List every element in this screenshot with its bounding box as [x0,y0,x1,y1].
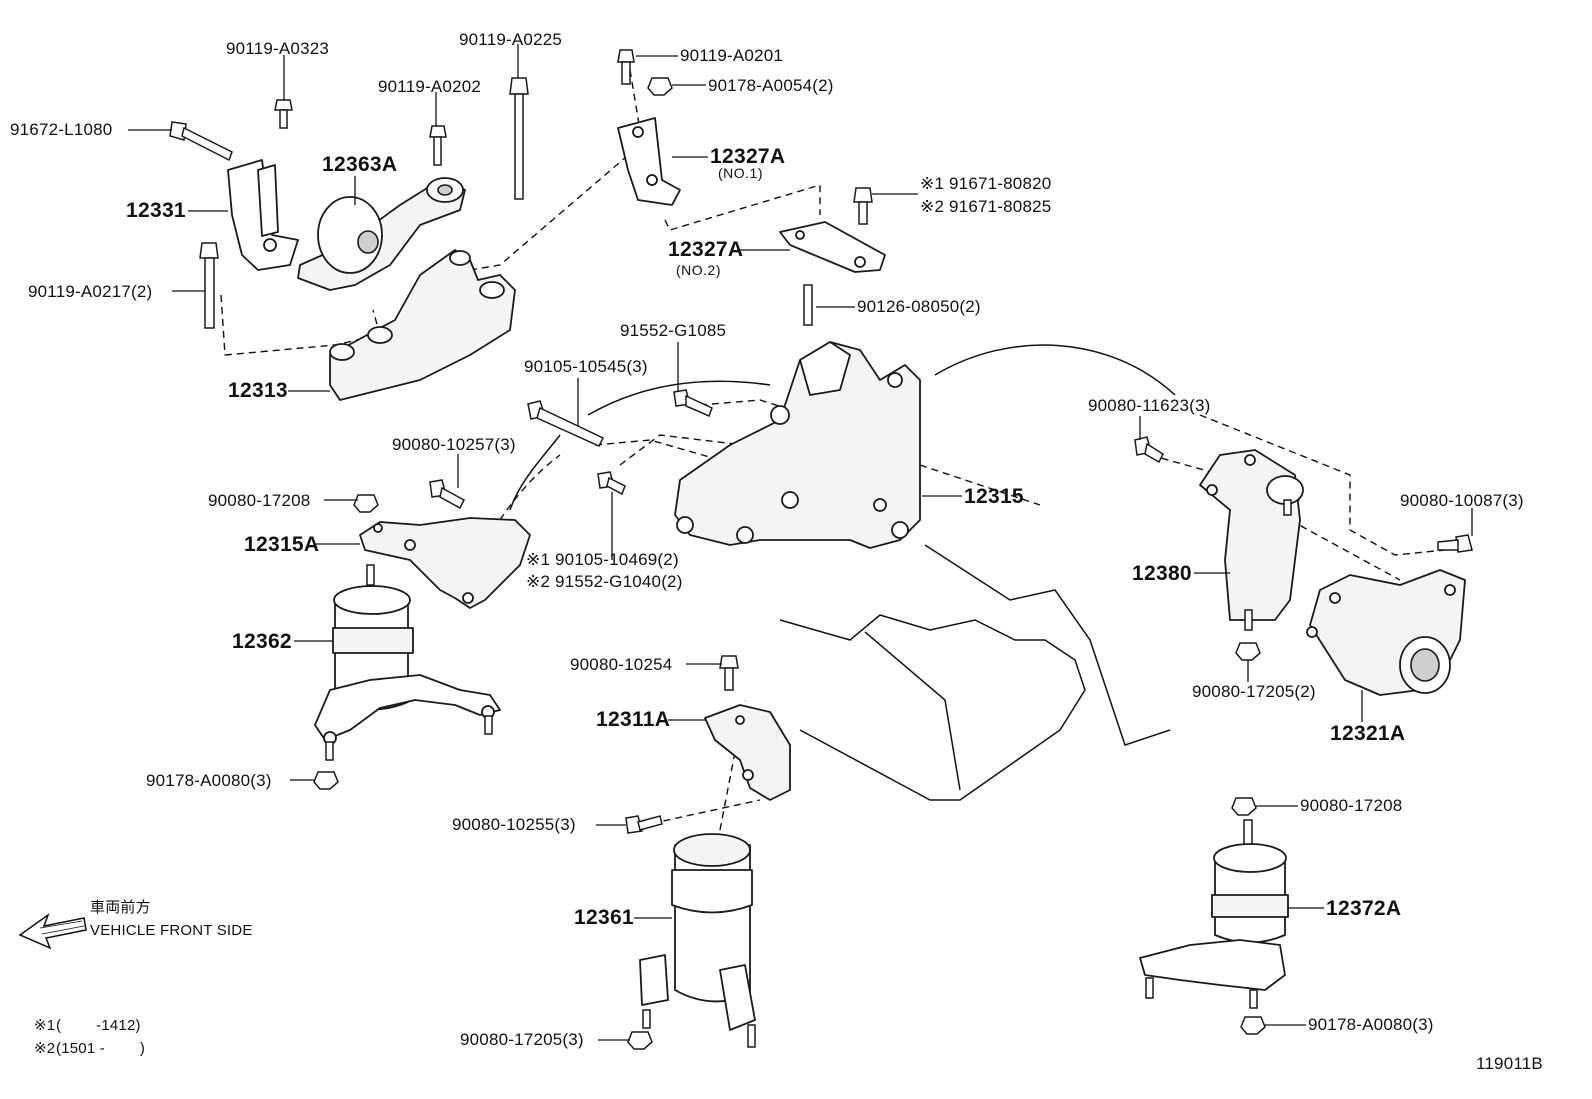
label-12321A: 12321A [1330,722,1406,745]
part-12380-mount[interactable] [1199,449,1304,631]
label-90178-A0080-b: 90178-A0080(3) [1308,1015,1434,1034]
label-91552-G1040: ※2 91552-G1040(2) [526,572,683,591]
nut-90080-17205-2[interactable] [1235,642,1261,661]
part-12313-bracket[interactable] [329,249,516,401]
part-12361-mount[interactable] [639,833,756,1048]
label-90080-17205-2: 90080-17205(2) [1192,682,1316,701]
label-90080-10087: 90080-10087(3) [1400,491,1524,510]
label-90119-A0323: 90119-A0323 [226,39,330,58]
part-12321A-bracket[interactable] [1306,569,1466,696]
part-12362-mount[interactable] [314,564,501,761]
bolt-91552-G1085[interactable] [673,389,713,418]
bolt-90119-A0225[interactable] [509,77,529,200]
nut-90080-17205-3[interactable] [627,1031,653,1050]
nut-90178-A0080-b[interactable] [1240,1016,1266,1035]
label-12315A: 12315A [244,533,320,556]
label-12315: 12315 [964,485,1024,508]
part-12311A-bracket[interactable] [704,704,791,801]
bolt-90080-10255[interactable] [625,815,663,834]
part-12372A-mount[interactable] [1139,819,1289,1009]
label-12380: 12380 [1132,562,1192,585]
bolt-90119-A0202[interactable] [429,125,447,166]
bolt-91672-L1080[interactable] [169,121,233,162]
label-90105-10545: 90105-10545(3) [524,357,648,376]
part-12327A-no2-bracket[interactable] [779,221,886,273]
note-2-mark: ※2 [34,1040,56,1057]
label-12372A: 12372A [1326,897,1402,920]
bolt-90080-10254[interactable] [719,655,739,691]
label-12361: 12361 [574,906,634,929]
label-12363A: 12363A [322,153,398,176]
part-12327A-no1-bracket[interactable] [617,117,681,206]
label-90080-17205-3: 90080-17205(3) [460,1030,584,1049]
label-12327A-no1-sub: (NO.1) [718,165,763,181]
part-12315-bracket[interactable] [674,341,921,549]
fasteners [169,49,1473,1050]
label-90178-A0054: 90178-A0054(2) [708,76,834,95]
label-90126-08050: 90126-08050(2) [857,297,981,316]
bolt-90119-A0217[interactable] [199,242,219,329]
engine-outline [509,344,1176,801]
label-90119-A0217: 90119-A0217(2) [28,282,153,301]
label-91552-G1085: 91552-G1085 [620,321,727,340]
nut-90178-A0054[interactable] [647,77,673,96]
label-12313: 12313 [228,379,288,402]
bolt-90119-A0323[interactable] [274,99,293,129]
direction-label-jp: 車両前方 [90,899,151,916]
bolt-90119-A0201[interactable] [617,49,635,85]
diagram-id: 119011B [1476,1054,1543,1073]
bolt-91671-8082x[interactable] [853,187,873,225]
nut-90080-17208-a[interactable] [353,494,379,513]
label-12327A-no1: 12327A [710,145,786,168]
label-90080-17208-b: 90080-17208 [1300,796,1403,815]
label-90080-10254: 90080-10254 [570,655,673,674]
label-90080-10255: 90080-10255(3) [452,815,576,834]
label-91671-80825: ※2 91671-80825 [920,197,1052,216]
bolt-90105-10469[interactable] [597,471,626,496]
note-1-mark: ※1 [34,1017,56,1034]
label-12331: 12331 [126,199,186,222]
note-2-text: (1501 - ) [56,1040,146,1057]
label-12311A: 12311A [596,708,671,731]
note-1-text: ( -1412) [56,1017,141,1034]
label-90119-A0202: 90119-A0202 [378,77,482,96]
label-12362: 12362 [232,630,292,653]
label-12327A-no2: 12327A [668,238,744,261]
label-12327A-no2-sub: (NO.2) [676,262,721,278]
part-12315A-bracket[interactable] [359,517,531,609]
bolt-90105-10545[interactable] [527,400,605,447]
bolt-90080-10087[interactable] [1437,534,1473,553]
bolt-90080-11623[interactable] [1134,436,1164,464]
leader-lines [128,44,1473,1041]
label-91672-L1080: 91672-L1080 [10,120,113,139]
nut-90080-17208-b[interactable] [1231,797,1257,816]
stud-90126-08050[interactable] [803,284,813,326]
label-90080-17208-a: 90080-17208 [208,491,311,510]
label-90105-10469: ※1 90105-10469(2) [526,550,679,569]
label-90080-11623: 90080-11623(3) [1088,396,1211,415]
label-90119-A0201: 90119-A0201 [680,46,784,65]
label-91671-80820: ※1 91671-80820 [920,174,1052,193]
label-90080-10257: 90080-10257(3) [392,435,516,454]
bolt-90080-10257[interactable] [429,479,465,510]
part-12363A-link[interactable] [297,177,466,291]
arrow-left-icon [18,912,87,950]
label-90119-A0225: 90119-A0225 [459,30,563,49]
part-12331-bracket[interactable] [227,159,299,271]
label-90178-A0080-a: 90178-A0080(3) [146,771,272,790]
nut-90178-A0080-a[interactable] [313,771,339,790]
direction-label-en: VEHICLE FRONT SIDE [90,922,253,939]
